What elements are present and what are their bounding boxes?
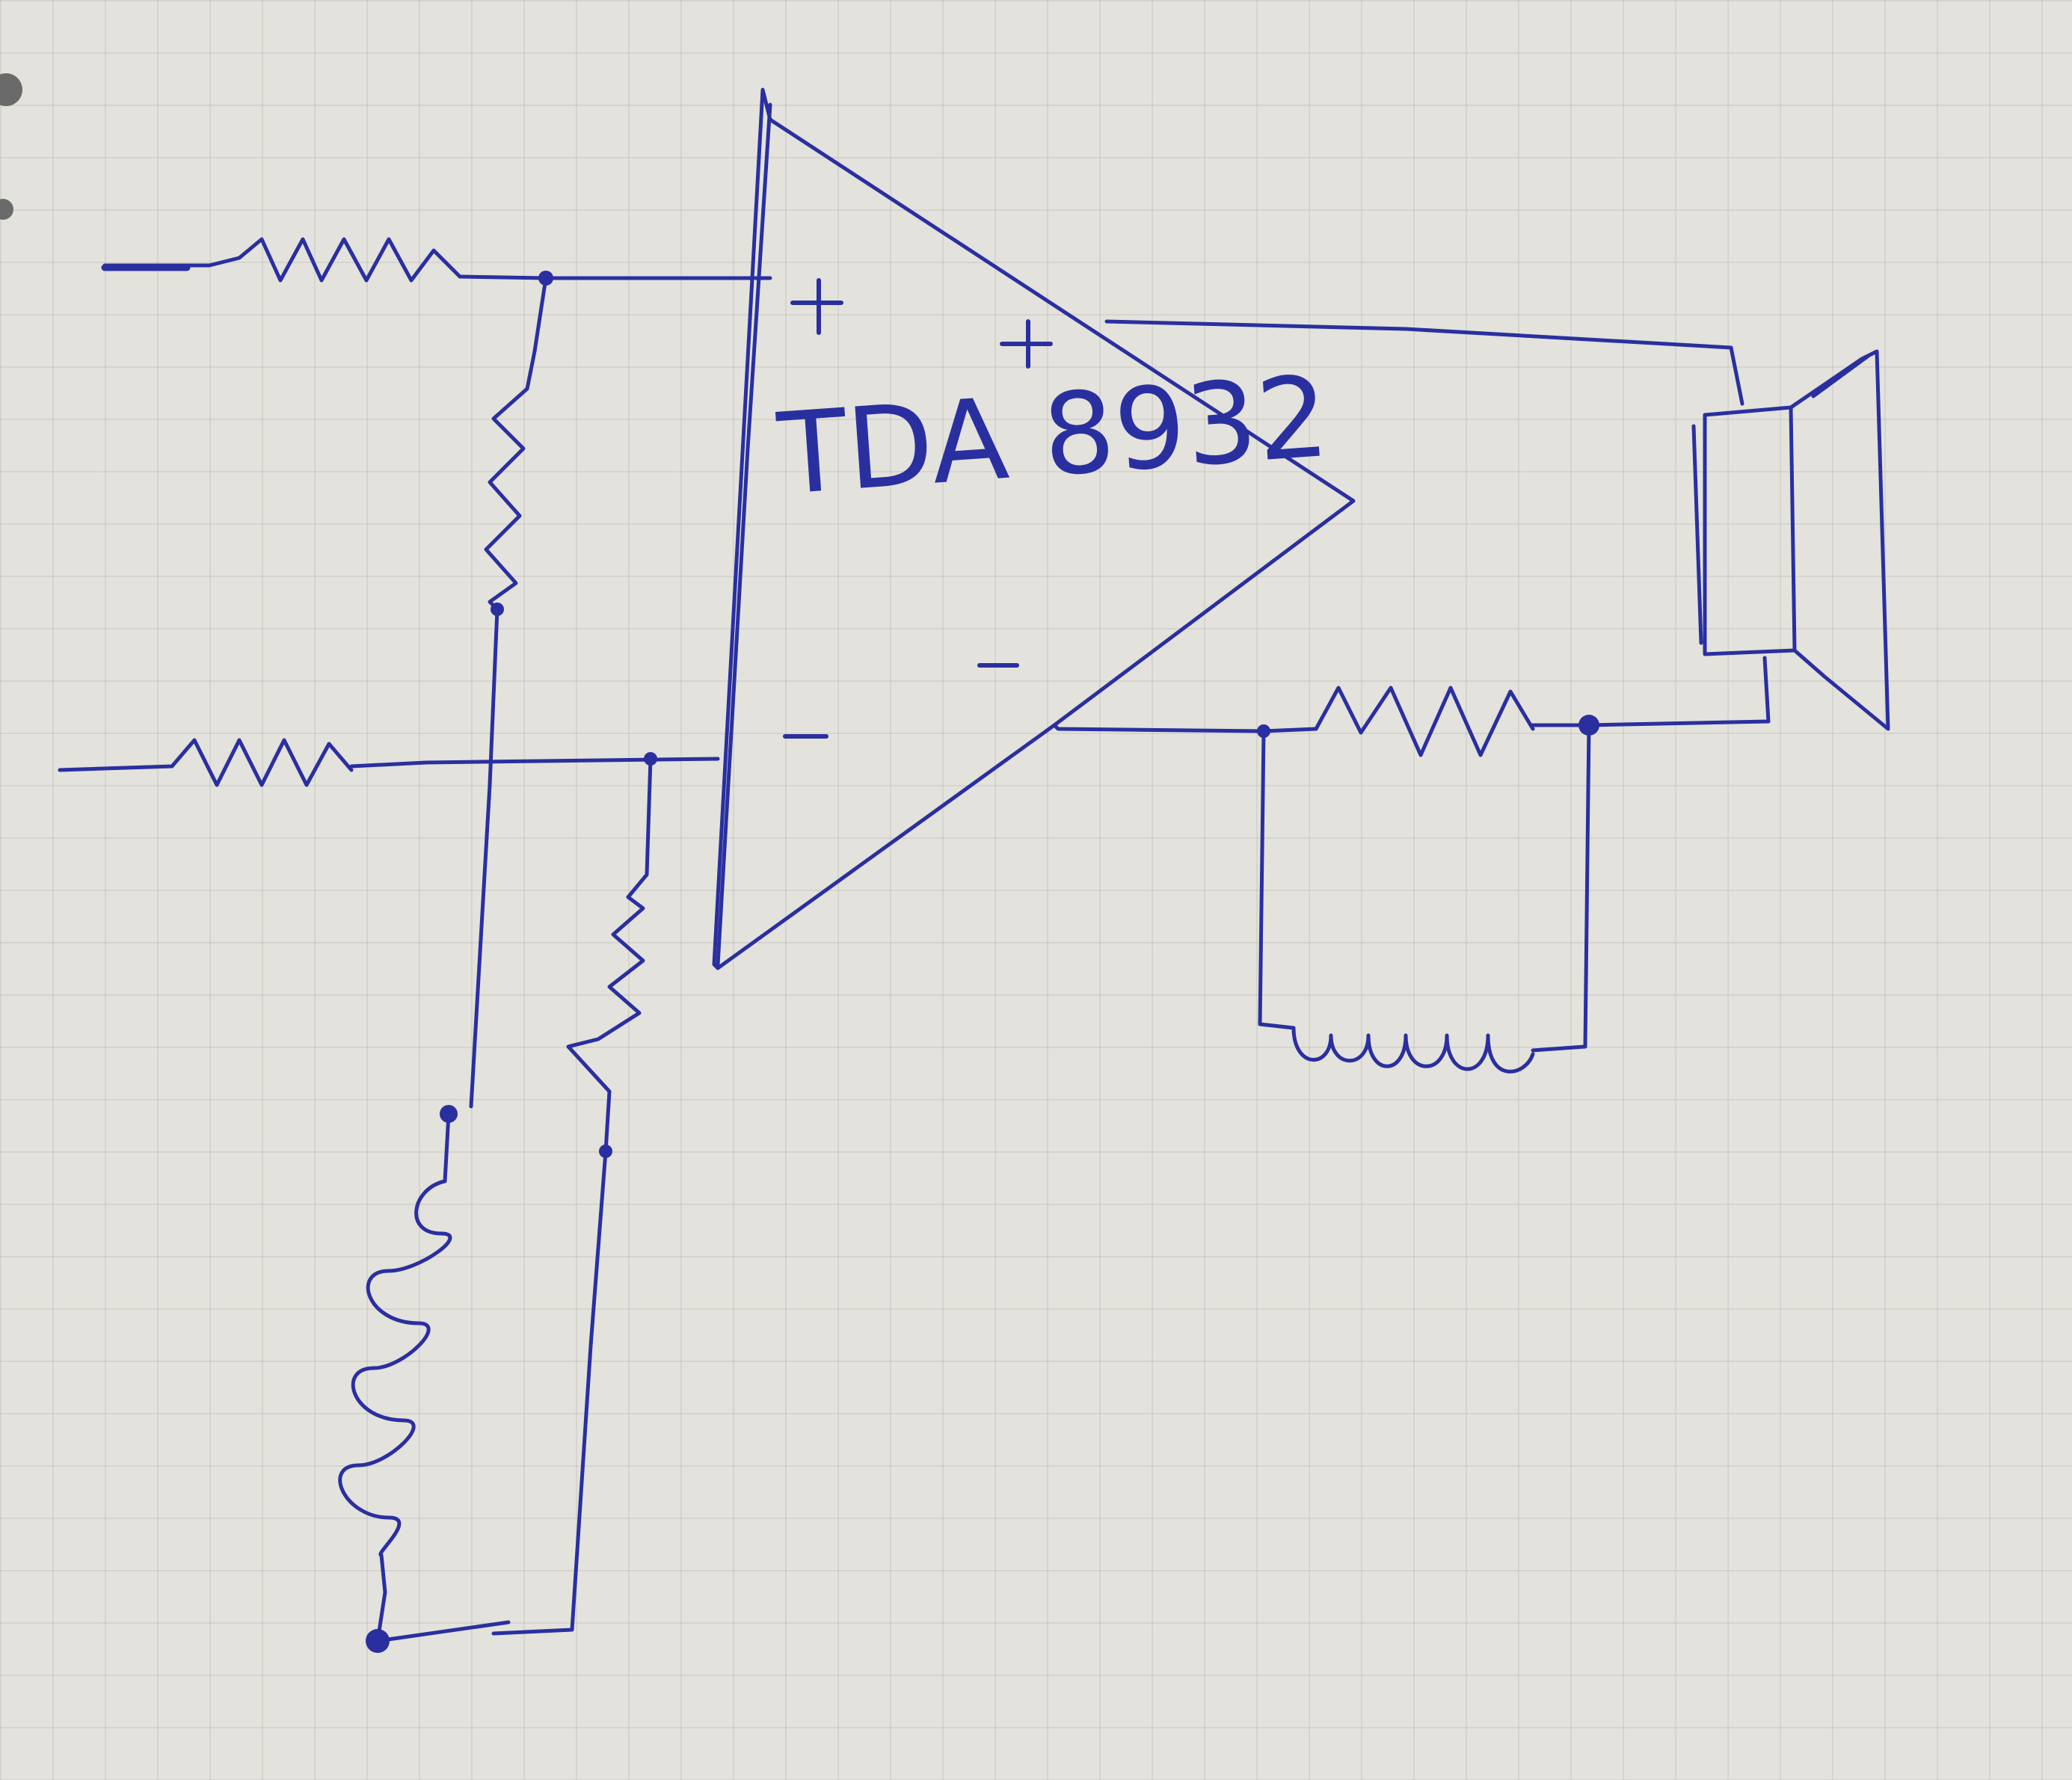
speaker-cone-inner <box>1811 353 1872 398</box>
feedback-resistor-bottom <box>1291 1026 1535 1074</box>
divider-resistor-bottom <box>566 757 653 1154</box>
speaker-return-wire <box>1587 656 1771 727</box>
input-minus-wire <box>58 764 174 772</box>
input-minus-wire-right <box>349 757 720 769</box>
feedback-parallel-right <box>1531 723 1591 1053</box>
input-minus-resistor <box>170 738 354 787</box>
output-plus-wire <box>1104 319 1744 406</box>
vertical-wire-left <box>469 607 499 1109</box>
feedback-resistor-top <box>1314 686 1535 757</box>
amplifier-triangle <box>712 87 1356 970</box>
divider-resistor-top <box>484 276 548 612</box>
binder-hole <box>0 73 22 106</box>
inductor-coil <box>338 1112 452 1595</box>
chip-label: TDA 8932 <box>773 352 1332 520</box>
speaker-cone <box>1789 349 1890 731</box>
binder-hole <box>0 199 13 220</box>
plus-input-symbol <box>790 278 843 335</box>
amplifier-left-edge <box>716 102 772 967</box>
speaker-magnet <box>1703 405 1797 656</box>
vertical-wire-right <box>491 1149 608 1636</box>
output-minus-wire <box>1052 723 1318 733</box>
input-plus-resistor <box>207 237 462 283</box>
input-plus-wire-right <box>458 274 772 280</box>
speaker-magnet-inner <box>1691 424 1703 645</box>
plus-output-symbol <box>1000 319 1053 369</box>
bottom-wire <box>375 1620 511 1643</box>
feedback-parallel-left <box>1258 729 1296 1030</box>
